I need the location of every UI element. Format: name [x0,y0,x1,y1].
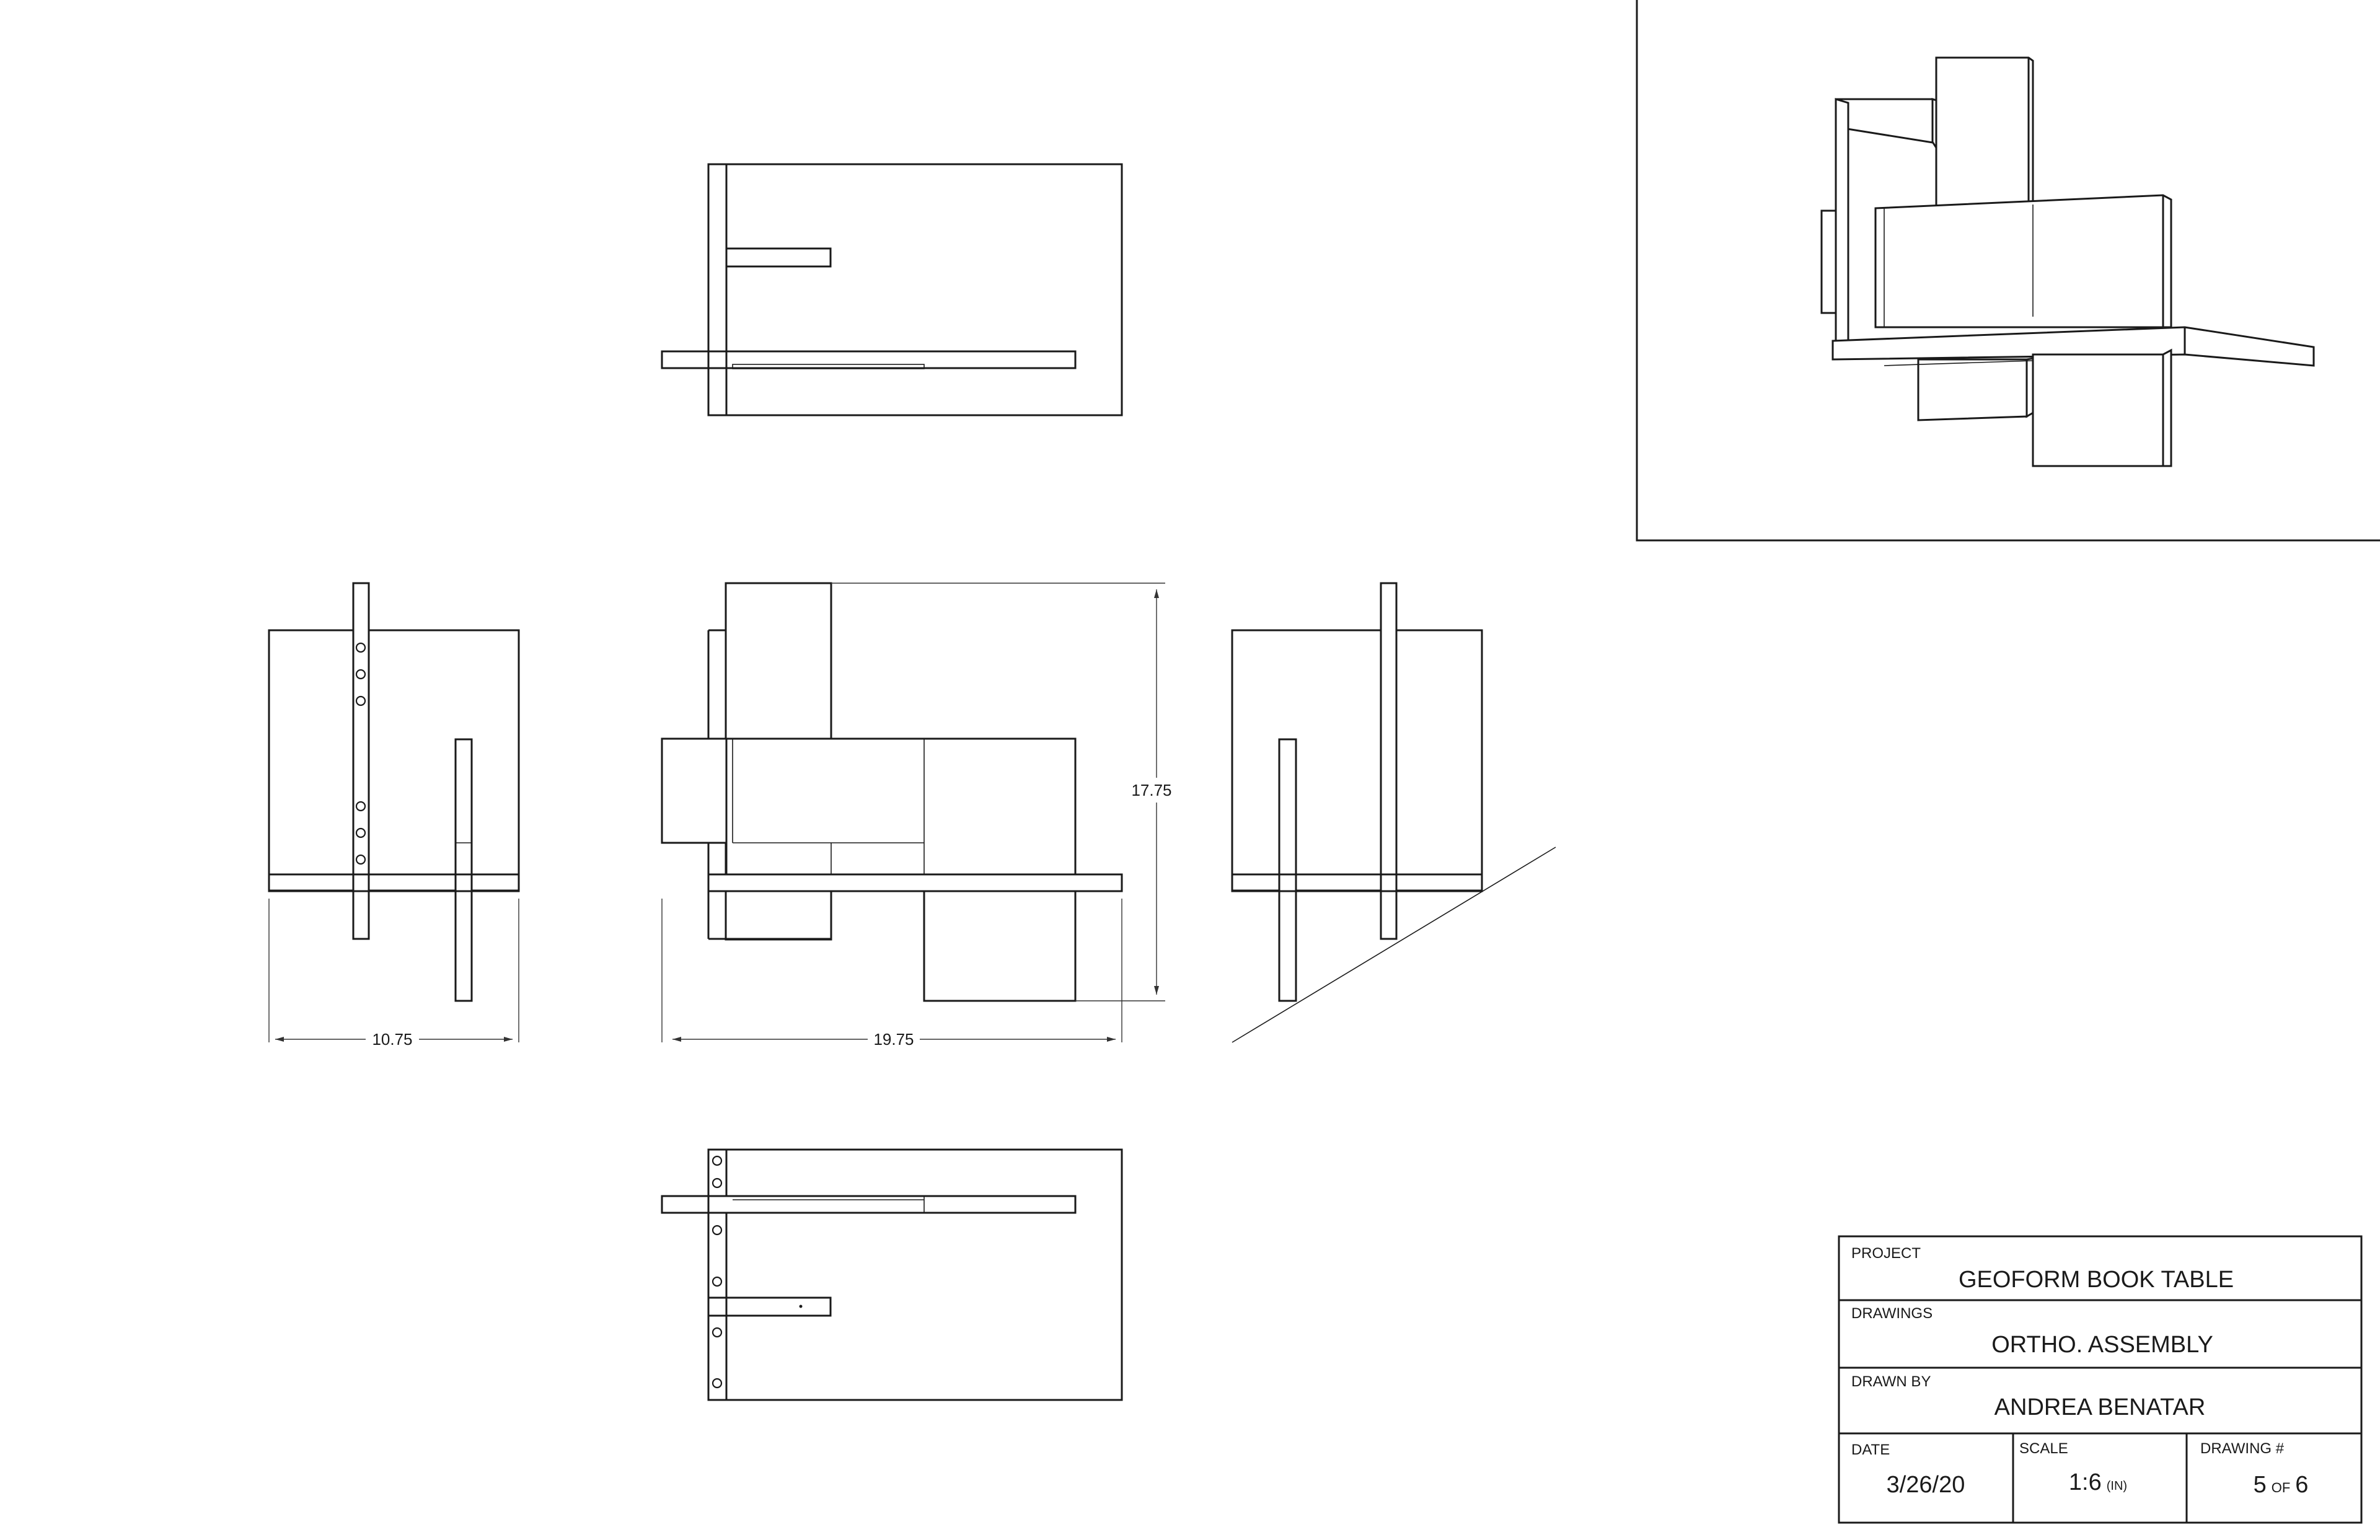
drawing-number-of: OF [2272,1480,2291,1495]
scale-label: SCALE [2019,1440,2068,1457]
drawing-number-total: 6 [2295,1472,2308,1498]
drawn-by-value: ANDREA BENATAR [1994,1394,2206,1420]
left-width-dimension: 10.75 [372,1030,412,1049]
scale-value: 1:6 (IN) [2069,1469,2127,1495]
drawings-label: DRAWINGS [1851,1305,1933,1322]
date-value: 3/26/20 [1887,1472,1965,1498]
date-label: DATE [1851,1441,1890,1458]
drawn-by-label: DRAWN BY [1851,1373,1931,1390]
drawing-number-value: 5 OF 6 [2254,1472,2309,1498]
project-value: GEOFORM BOOK TABLE [1959,1267,2234,1293]
front-view: 17.75 19.75 [661,582,1172,1049]
left-side-view: 10.75 [268,582,520,1049]
drawing-number-label: DRAWING # [2200,1440,2285,1457]
drawings-value: ORTHO. ASSEMBLY [1991,1332,2213,1358]
front-width-dimension: 19.75 [873,1030,914,1049]
scale-unit: (IN) [2107,1479,2127,1493]
drawing-number-current: 5 [2254,1472,2267,1498]
isometric-view [1636,0,2380,542]
scale-ratio: 1:6 [2069,1469,2102,1495]
front-height-dimension: 17.75 [1131,781,1171,799]
title-block: PROJECT GEOFORM BOOK TABLE DRAWINGS ORTH… [1838,1235,2363,1524]
right-side-view [1231,582,1556,1043]
bottom-view [661,1148,1123,1401]
project-label: PROJECT [1851,1245,1921,1262]
top-view [661,163,1123,416]
